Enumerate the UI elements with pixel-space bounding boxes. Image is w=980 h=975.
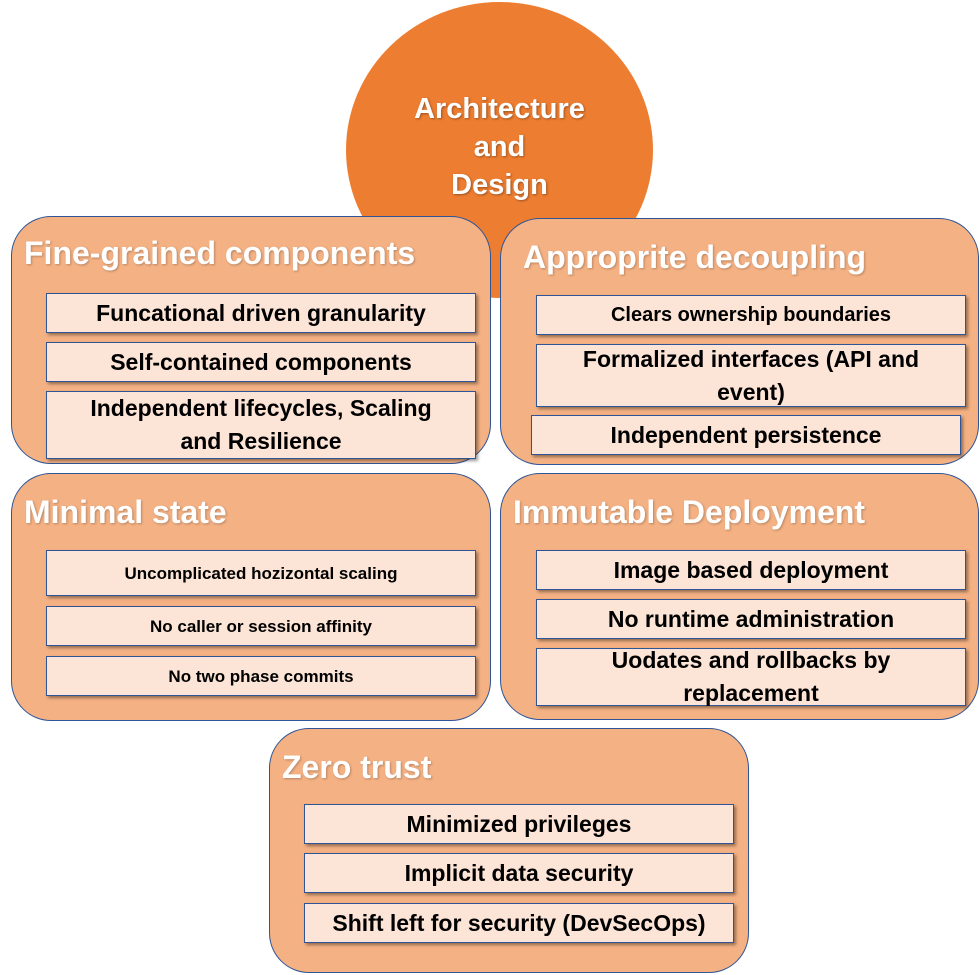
group-zero-trust: Zero trust Minimized privileges Implicit… — [269, 728, 749, 973]
group-item: No caller or session affinity — [46, 606, 476, 646]
group-minimal-state: Minimal state Uncomplicated hozizontal s… — [11, 473, 491, 721]
center-title-line: Design — [451, 169, 548, 201]
group-item: Independent persistence — [531, 415, 961, 455]
group-item: Implicit data security — [304, 853, 734, 893]
group-item: Uncomplicated hozizontal scaling — [46, 550, 476, 596]
group-item: Funcational driven granularity — [46, 293, 476, 333]
group-item: Minimized privileges — [304, 804, 734, 844]
group-title: Minimal state — [24, 494, 227, 530]
group-title: Approprite decoupling — [523, 239, 867, 275]
group-item: Self-contained components — [46, 342, 476, 382]
group-immutable-deployment: Immutable Deployment Image based deploym… — [500, 473, 979, 720]
group-item: No two phase commits — [46, 656, 476, 696]
group-title: Fine-grained components — [24, 235, 416, 271]
group-item: Shift left for security (DevSecOps) — [304, 903, 734, 943]
group-fine-grained-components: Fine-grained components Funcational driv… — [11, 216, 491, 464]
center-title-line: Architecture — [414, 93, 585, 125]
group-item: No runtime administration — [536, 599, 966, 639]
group-appropriate-decoupling: Approprite decoupling Clears ownership b… — [500, 218, 979, 465]
center-title: Architecture and Design — [346, 90, 653, 204]
group-item: Independent lifecycles, Scaling and Resi… — [46, 391, 476, 459]
group-title: Immutable Deployment — [513, 494, 866, 530]
group-item: Clears ownership boundaries — [536, 295, 966, 335]
center-title-line: and — [473, 131, 526, 163]
group-item: Uodates and rollbacks by replacement — [536, 647, 966, 706]
group-title: Zero trust — [282, 749, 432, 785]
group-item: Image based deployment — [536, 550, 966, 590]
group-item: Formalized interfaces (API and event) — [536, 344, 966, 407]
